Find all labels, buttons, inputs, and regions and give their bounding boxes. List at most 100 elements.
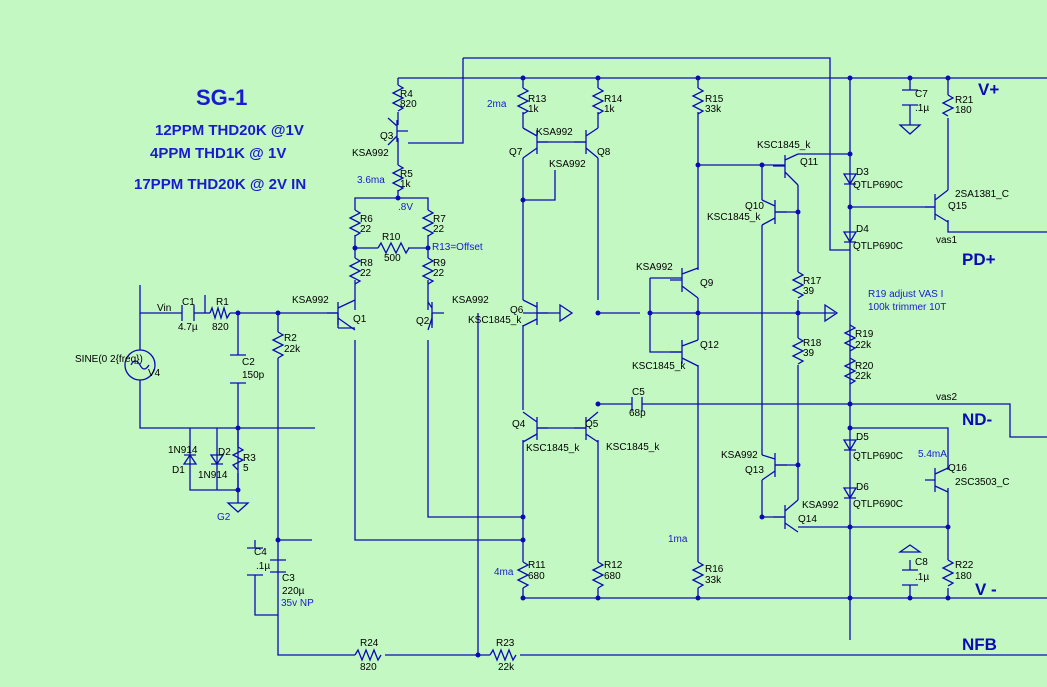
q1-value: KSA992 (292, 295, 329, 306)
c8-capacitor-symbol (902, 569, 918, 586)
r21-value: 180 (955, 105, 972, 116)
q11-transistor-symbol (773, 153, 799, 186)
q12-transistor-symbol (670, 339, 699, 367)
d6-value: QTLP690C (853, 499, 903, 510)
q15-value: 2SA1381_C (955, 189, 1009, 200)
symbols (124, 84, 955, 662)
q12-designator: Q12 (700, 340, 719, 351)
d3-led-symbol (842, 173, 858, 186)
r23-resistor-symbol (489, 648, 517, 662)
r8-designator: R8 (360, 258, 373, 269)
q4-value: KSC1845_k (526, 443, 580, 454)
r24-value: 820 (360, 662, 377, 673)
r20-designator: R20 (855, 361, 874, 372)
c5-capacitor-symbol (631, 397, 643, 411)
q8-designator: Q8 (597, 147, 611, 158)
annotation-1ma: 1ma (668, 534, 688, 545)
r5-resistor-symbol (391, 164, 405, 192)
r21-resistor-symbol (941, 94, 955, 117)
d6-led-symbol (842, 487, 858, 500)
r11-resistor-symbol (516, 561, 530, 589)
r21-designator: R21 (955, 95, 974, 106)
annotation-offset: R13=Offset (432, 242, 483, 253)
annotation-r19-note-2: 100k trimmer 10T (868, 302, 946, 313)
r17-value: 39 (803, 286, 815, 297)
c3-designator: C3 (282, 573, 295, 584)
q9-designator: Q9 (700, 278, 714, 289)
d2-value: 1N914 (198, 470, 228, 481)
d1-value: 1N914 (168, 445, 198, 456)
net-label-vas1: vas1 (936, 235, 958, 246)
junction-dots (235, 75, 951, 658)
r6-resistor-symbol (348, 209, 362, 237)
r19-value: 22k (855, 340, 872, 351)
c8-designator: C8 (915, 557, 928, 568)
q10-transistor-symbol (761, 199, 787, 226)
q2-value: KSA992 (452, 295, 489, 306)
r11-value: 680 (528, 571, 545, 582)
d4-led-symbol (842, 231, 858, 244)
q11-value: KSC1845_k (757, 140, 811, 151)
d1-diode-symbol (182, 453, 198, 465)
net-label-vin: Vin (157, 303, 171, 314)
q11-designator: Q11 (800, 157, 819, 168)
spec-line-1: 12PPM THD20K @1V (155, 122, 304, 139)
c1-designator: C1 (182, 297, 195, 308)
q5-transistor-symbol (574, 411, 599, 443)
r7-designator: R7 (433, 214, 446, 225)
r9-resistor-symbol (421, 257, 435, 285)
r5-designator: R5 (400, 169, 413, 180)
r17-designator: R17 (803, 276, 822, 287)
annotation-r19-note-1: R19 adjust VAS I (868, 289, 943, 300)
q15-designator: Q15 (948, 201, 967, 212)
q16-value: 2SC3503_C (955, 477, 1009, 488)
component-labels: R1820R222kR35R4820R51kR622R722R822R922R1… (168, 89, 1009, 673)
r10-resistor-symbol (377, 241, 410, 255)
r9-value: 22 (433, 268, 445, 279)
q13-value: KSA992 (721, 450, 758, 461)
annotations: 3.6ma .8V R13=Offset 2ma 4ma 1ma 5.4mA R… (281, 99, 947, 609)
r14-designator: R14 (604, 94, 623, 105)
annotation-c3-note: 35v NP (281, 598, 314, 609)
r12-resistor-symbol (591, 561, 605, 589)
q5-designator: Q5 (585, 419, 599, 430)
q4-transistor-symbol (522, 411, 548, 443)
r22-designator: R22 (955, 560, 974, 571)
q10-value: KSC1845_k (707, 212, 761, 223)
q8-transistor-symbol (574, 127, 599, 159)
r17-resistor-symbol (791, 271, 805, 299)
d5-value: QTLP690C (853, 451, 903, 462)
c4-value: .1µ (256, 561, 270, 572)
q1-transistor-symbol (327, 299, 356, 331)
r5-value: 1k (400, 179, 412, 190)
ground-symbol-g2 (226, 502, 250, 513)
q3-designator: Q3 (380, 131, 394, 142)
q13-designator: Q13 (745, 465, 764, 476)
c7-value: .1µ (915, 103, 929, 114)
q6-transistor-symbol (522, 299, 548, 327)
q4-designator: Q4 (512, 419, 526, 430)
q14-transistor-symbol (773, 499, 799, 533)
net-label-nfb: NFB (962, 635, 997, 654)
q2-transistor-symbol (427, 301, 444, 331)
d2-diode-symbol (209, 454, 225, 466)
r19-designator: R19 (855, 329, 874, 340)
r7-resistor-symbol (421, 209, 435, 237)
r11-designator: R11 (528, 560, 546, 571)
r12-designator: R12 (604, 560, 623, 571)
r23-value: 22k (498, 662, 515, 673)
r10-value: 500 (384, 253, 401, 264)
r2-resistor-symbol (271, 331, 285, 359)
c1-capacitor-symbol (181, 305, 195, 321)
r4-value: 820 (400, 99, 417, 110)
r10-designator: R10 (382, 232, 401, 243)
r15-designator: R15 (705, 94, 724, 105)
q5-value: KSC1845_k (606, 442, 660, 453)
c3-capacitor-symbol (270, 559, 286, 573)
r1-designator: R1 (216, 297, 229, 308)
net-label-vplus: V+ (978, 80, 999, 99)
r20-value: 22k (855, 371, 872, 382)
v4-name: V4 (148, 368, 161, 379)
